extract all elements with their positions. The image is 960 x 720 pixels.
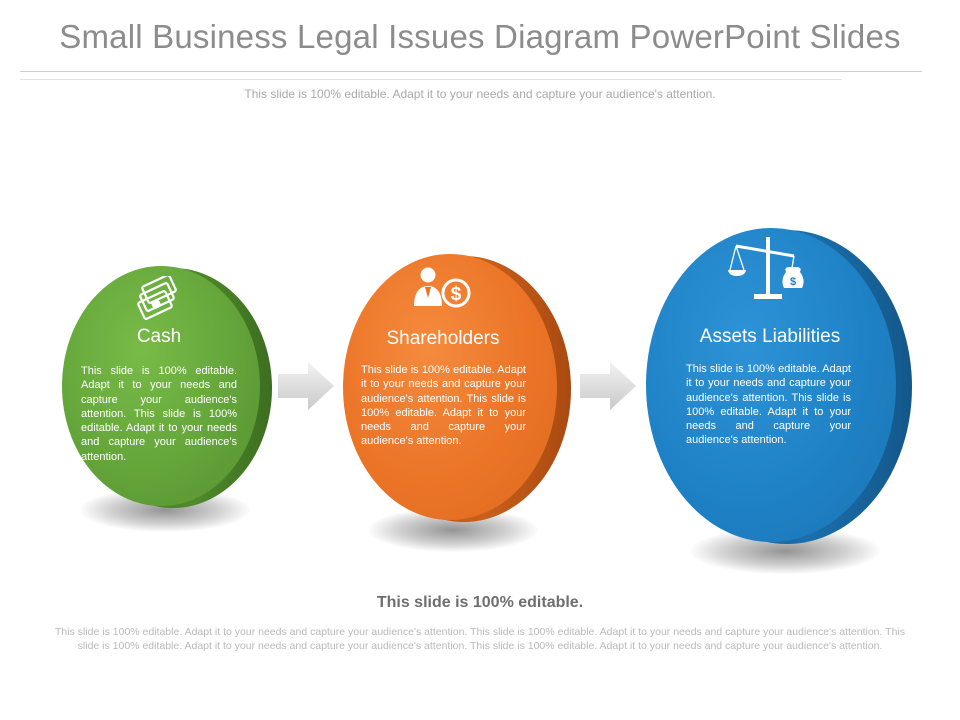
svg-text:$: $ bbox=[451, 284, 462, 305]
flow-arrow-icon bbox=[278, 362, 334, 410]
stage-heading: Assets Liabilities bbox=[699, 326, 841, 347]
slide-subtitle: This slide is 100% editable. Adapt it to… bbox=[244, 87, 716, 101]
cash-stack-icon bbox=[137, 276, 177, 320]
stage-disc-cash: Cash This slide is 100% editable. Adapt … bbox=[62, 266, 274, 510]
footer-body: This slide is 100% editable. Adapt it to… bbox=[55, 626, 905, 652]
disc-face bbox=[646, 228, 896, 542]
shareholder-dollar-icon: $ bbox=[414, 267, 471, 308]
balance-scale-icon: $ bbox=[728, 237, 804, 299]
footer-heading: This slide is 100% editable. bbox=[376, 594, 584, 611]
title-divider-secondary bbox=[20, 79, 842, 80]
slide-title: Small Business Legal Issues Diagram Powe… bbox=[59, 18, 901, 55]
svg-text:$: $ bbox=[790, 276, 796, 288]
flow-arrow-icon bbox=[580, 362, 636, 410]
stage-description: This slide is 100% editable. Adapt it to… bbox=[361, 364, 526, 448]
title-divider bbox=[20, 71, 922, 72]
stage-disc-assets-liabilities: $ Assets Liabilities This slide is 100% … bbox=[646, 228, 914, 546]
stage-disc-shareholders: $ Shareholders This slide is 100% editab… bbox=[343, 254, 575, 524]
disc-face bbox=[343, 254, 557, 520]
stage-description: This slide is 100% editable. Adapt it to… bbox=[81, 365, 237, 463]
stage-heading: Cash bbox=[136, 326, 182, 347]
stage-description: This slide is 100% editable. Adapt it to… bbox=[686, 363, 851, 447]
stage-heading: Shareholders bbox=[386, 328, 500, 349]
